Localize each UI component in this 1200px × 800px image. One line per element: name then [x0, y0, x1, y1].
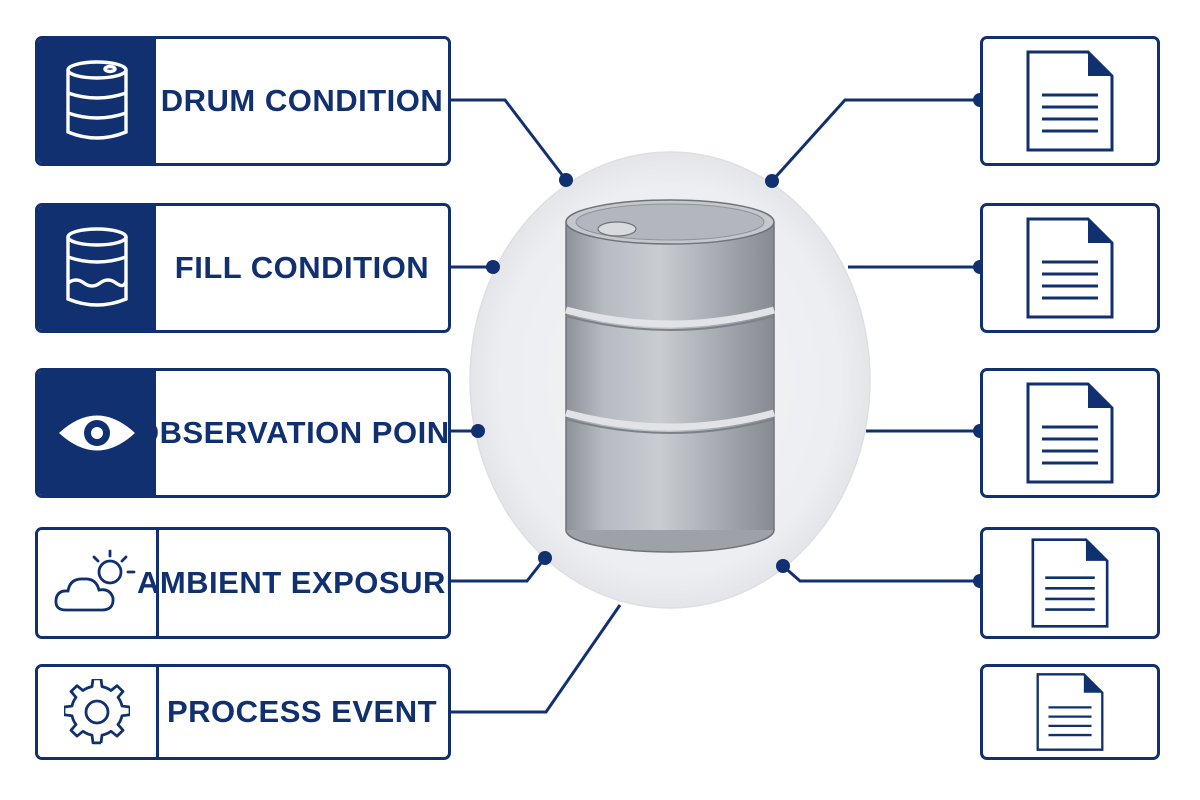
card-label: PROCESS EVENT — [166, 694, 438, 729]
connector-ambient-exposure — [451, 557, 547, 583]
connector-doc-4 — [782, 564, 980, 583]
connector-dot — [486, 260, 500, 274]
steel-drum-illustration — [565, 199, 775, 553]
card-label: AMBIENT EXPOSURE — [136, 565, 451, 600]
card-observation-point: OBSERVATION POINT — [35, 368, 451, 498]
connector-dot — [538, 551, 552, 565]
document-card — [980, 36, 1160, 166]
card-icon-box — [38, 39, 156, 163]
card-icon-box — [38, 530, 159, 636]
right-connectors — [770, 98, 980, 583]
sun-cloud-icon — [54, 549, 136, 612]
connector-dot — [776, 559, 790, 573]
document-icon — [1026, 382, 1114, 484]
drum-fill-level-icon — [66, 227, 128, 307]
eye-icon — [59, 415, 135, 451]
connector-process-event — [451, 604, 622, 714]
card-process-event: PROCESS EVENT — [35, 664, 451, 760]
connector-dot — [559, 173, 573, 187]
card-icon-box — [38, 206, 156, 330]
drum-icon — [66, 60, 128, 140]
document-icon — [1036, 673, 1104, 751]
document-card — [980, 664, 1160, 760]
left-connectors — [451, 98, 622, 714]
document-icon — [1026, 50, 1114, 152]
card-drum-condition: DRUM CONDITION — [35, 36, 451, 166]
connector-drum-condition — [451, 98, 568, 181]
card-label: OBSERVATION POINT — [134, 415, 451, 450]
connector-dot — [765, 174, 779, 188]
document-icon — [1026, 217, 1114, 319]
card-label: FILL CONDITION — [174, 250, 430, 285]
document-card — [980, 203, 1160, 333]
card-icon-box — [38, 667, 159, 757]
connector-doc-1 — [770, 98, 980, 183]
card-ambient-exposure: AMBIENT EXPOSURE — [35, 527, 451, 639]
document-icon — [1031, 538, 1109, 628]
document-card — [980, 368, 1160, 498]
card-icon-box — [38, 371, 156, 495]
left-connector-dots — [471, 173, 573, 565]
connector-dot — [471, 424, 485, 438]
card-fill-condition: FILL CONDITION — [35, 203, 451, 333]
gear-icon — [64, 679, 130, 745]
bung-cap — [597, 221, 637, 237]
card-label: DRUM CONDITION — [160, 83, 444, 118]
document-card — [980, 527, 1160, 639]
